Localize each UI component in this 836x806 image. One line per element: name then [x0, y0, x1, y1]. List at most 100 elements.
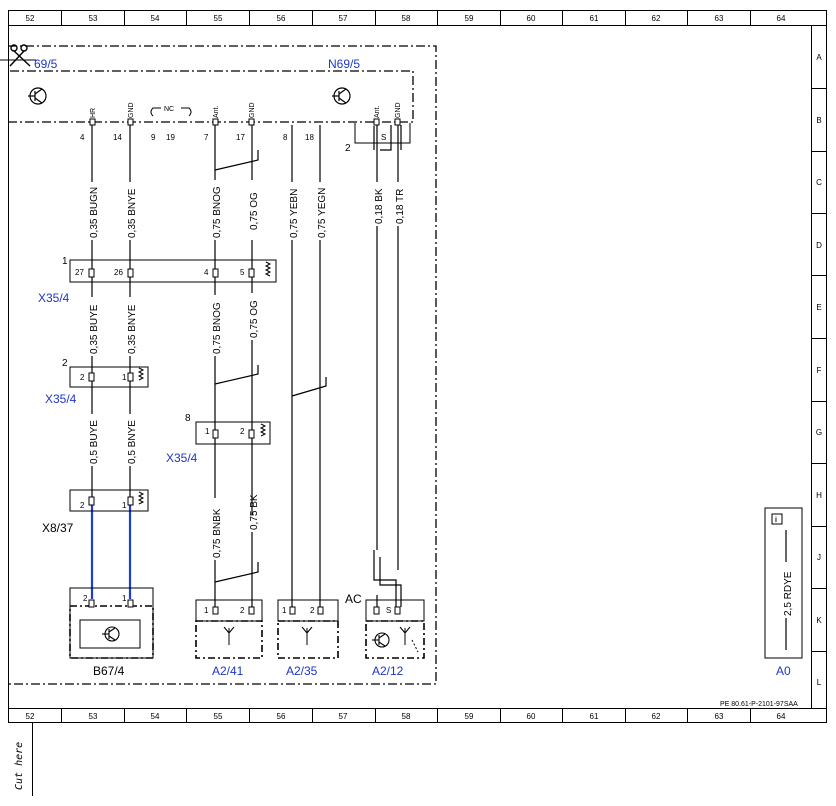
- row-label: J: [817, 553, 821, 562]
- component-b67-4: 2 1: [69, 587, 154, 659]
- col-label: 52: [26, 14, 35, 23]
- pin-number: 2: [83, 594, 88, 603]
- column-labels-top: 52 53 54 55 56 57 58 59 60 61 62 63 64: [26, 14, 786, 23]
- pin-name-gnd: GND: [249, 102, 256, 118]
- svg-text:i: i: [775, 517, 777, 524]
- transistor-icon: [28, 87, 47, 105]
- col-label: 53: [89, 712, 98, 721]
- col-label: 63: [715, 712, 724, 721]
- row-label: C: [816, 178, 822, 187]
- col-label: 64: [777, 14, 786, 23]
- pin-number: 2: [240, 427, 245, 436]
- col-label: 61: [590, 712, 599, 721]
- col-label: 60: [527, 712, 536, 721]
- col-label: 62: [652, 712, 661, 721]
- column-ticks: [61, 10, 826, 722]
- pin-number: S: [386, 606, 391, 615]
- row-label: B: [816, 116, 821, 125]
- wire-label: 0,75 BNOG: [212, 302, 223, 354]
- col-label: 54: [151, 712, 160, 721]
- blue-wires: [90, 505, 132, 599]
- wire-label: 0,35 BUGN: [89, 187, 100, 238]
- pin-number: 1: [122, 373, 127, 382]
- top-pin-numbers: 4 14 9 19 7 17 8 18 S: [80, 133, 386, 142]
- connector-x35-4-1: 1 27 26 4 5: [62, 256, 277, 283]
- row-labels: A B C D E F G H J K L: [816, 53, 822, 687]
- x8-37-label: X8/37: [42, 521, 74, 535]
- antenna-icon: [399, 626, 419, 653]
- pin-number: 19: [166, 133, 175, 142]
- pin-number: 8: [283, 133, 288, 142]
- pin-number: 27: [75, 268, 84, 277]
- wire-label: 0,18 TR: [395, 189, 406, 224]
- a0-label: A0: [776, 664, 791, 678]
- wires: [91, 125, 402, 607]
- x35-4-label-c: X35/4: [166, 451, 198, 465]
- component-a0: i 2,5 RDYE: [764, 507, 803, 659]
- col-label: 54: [151, 14, 160, 23]
- transistor-icon: [332, 87, 351, 105]
- wire-label: 0,18 BK: [374, 188, 385, 224]
- connector-2-label: 2: [345, 143, 351, 154]
- row-label: D: [816, 241, 822, 250]
- pin-number: 26: [114, 268, 123, 277]
- pin-number: S: [381, 133, 386, 142]
- col-label: 52: [26, 712, 35, 721]
- n69-right-label: N69/5: [328, 57, 360, 71]
- pin-number: 2: [80, 373, 85, 382]
- connector-number: 2: [62, 358, 68, 369]
- col-label: 57: [339, 14, 348, 23]
- row-label: A: [816, 53, 822, 62]
- component-a2-35: 1 2: [277, 599, 339, 659]
- col-label: 57: [339, 712, 348, 721]
- connector-number: 8: [185, 413, 191, 424]
- b67-4-label: B67/4: [93, 664, 125, 678]
- a2-12-label: A2/12: [372, 664, 404, 678]
- transistor-icon: [102, 626, 120, 642]
- pin-number: 1: [122, 501, 127, 510]
- dashed-enclosure: [8, 45, 437, 685]
- connector-x8-37: 2 1: [69, 489, 149, 512]
- connector-x35-4-2: 2 2 1: [62, 358, 149, 388]
- pin-number: 9: [151, 133, 156, 142]
- wire-label: 0,75 YEBN: [289, 189, 300, 238]
- pin-number: 17: [236, 133, 245, 142]
- wire-label: 0,5 BUYE: [89, 420, 100, 464]
- col-label: 55: [214, 14, 223, 23]
- ac-label: AC: [345, 592, 362, 606]
- col-label: 62: [652, 14, 661, 23]
- pin-number: 2: [80, 501, 85, 510]
- wire-label: 0,35 BNYE: [127, 304, 138, 354]
- wire-labels: 0,35 BUGN 0,35 BNYE 0,75 BNOG 0,75 OG 0,…: [89, 186, 406, 558]
- x35-4-label-a: X35/4: [38, 291, 70, 305]
- wire-label: 0,75 OG: [249, 300, 260, 338]
- row-label: G: [816, 428, 822, 437]
- wire-label: 0,75 OG: [249, 192, 260, 230]
- row-label: K: [816, 616, 822, 625]
- col-label: 53: [89, 14, 98, 23]
- pin-number: 2: [310, 606, 315, 615]
- wire-label: 0,5 BNYE: [127, 420, 138, 464]
- transistor-icon: [372, 632, 390, 648]
- col-label: 64: [777, 712, 786, 721]
- column-labels-bottom: 52 53 54 55 56 57 58 59 60 61 62 63 64: [26, 712, 786, 721]
- a2-41-label: A2/41: [212, 664, 244, 678]
- pin-name-hr: HR: [90, 108, 97, 118]
- pin-number: 2: [240, 606, 245, 615]
- col-label: 56: [277, 712, 286, 721]
- component-a2-12: S: [365, 599, 425, 659]
- wire-label: 0,35 BNYE: [127, 188, 138, 238]
- a2-35-label: A2/35: [286, 664, 318, 678]
- pin-number: 4: [204, 268, 209, 277]
- row-label: E: [816, 303, 821, 312]
- x35-4-label-b: X35/4: [45, 392, 77, 406]
- antenna-icon: [301, 626, 313, 645]
- pin-number: 1: [282, 606, 287, 615]
- col-label: 56: [277, 14, 286, 23]
- info-icon: [771, 513, 783, 525]
- wire-label: 2,5 RDYE: [783, 571, 794, 616]
- pin-number: 7: [204, 133, 209, 142]
- pin-name-gnd: GND: [395, 102, 402, 118]
- pin-number: 1: [205, 427, 210, 436]
